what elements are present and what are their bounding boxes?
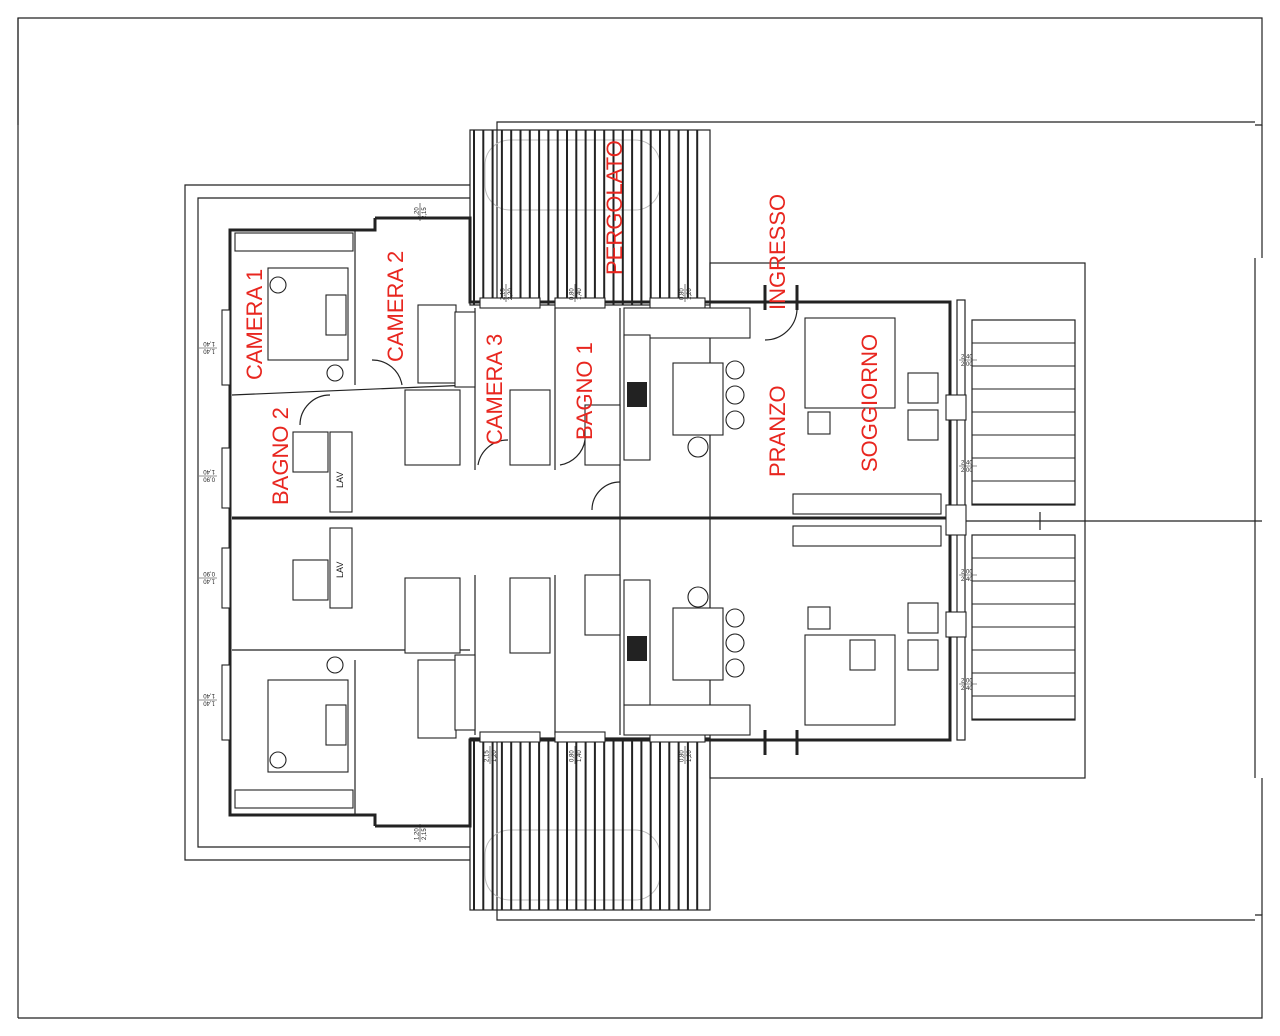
dimension-bottom: 2,40	[961, 686, 973, 692]
dimension-bottom: 2,15	[422, 828, 428, 840]
dimension-top: 0,80	[680, 750, 686, 762]
room-label-camera3: CAMERA 3	[482, 334, 507, 445]
walls	[228, 216, 1262, 828]
dimension-bottom: 1,40	[203, 340, 215, 346]
dimension-top: 1,40	[203, 700, 215, 706]
dimension-top: 1,40	[203, 578, 215, 584]
furniture	[234, 232, 942, 809]
dimension-top: 0,80	[570, 288, 576, 300]
room-label-camera1: CAMERA 1	[242, 269, 267, 380]
dimension-top: 2,15	[501, 288, 507, 300]
dimension-bottom: 2,00	[961, 468, 973, 474]
terrace-outline	[184, 184, 1086, 861]
dimension-bottom: 2,00	[961, 362, 973, 368]
dimension-bottom: 1,40	[203, 692, 215, 698]
dimension-top: 1,20	[415, 828, 421, 840]
dimension-top: 2,40	[961, 355, 973, 361]
dimension-bottom: 1,20	[492, 750, 498, 762]
dimension-bottom: 0,90	[203, 570, 215, 576]
windows	[221, 297, 706, 743]
dimension-bottom: 2,20	[508, 288, 514, 300]
room-label-bagno2: BAGNO 2	[268, 407, 293, 505]
dimension-label: 2,402,00	[959, 461, 977, 474]
parking-area	[971, 319, 1076, 721]
room-label-pranzo: PRANZO	[765, 385, 790, 477]
lav-label-top: LAV	[335, 472, 345, 488]
dimension-label: 0,90 1,40	[199, 468, 217, 482]
pergola-top	[469, 129, 711, 306]
room-label-bagno1: BAGNO 1	[572, 342, 597, 440]
pergola-bottom	[469, 737, 711, 911]
dimension-label: 1,40 1,40	[199, 340, 217, 354]
dimension-bottom: 1,40	[577, 288, 583, 300]
dimension-top: 1,40	[203, 348, 215, 354]
dimension-top: 2,00	[961, 570, 973, 576]
dimension-label: 2,402,00	[959, 355, 977, 368]
dimension-bottom: 2,15	[422, 207, 428, 219]
dimension-bottom: 1,20	[687, 750, 693, 762]
room-label-camera2: CAMERA 2	[383, 251, 408, 362]
dimension-top: 0,80	[570, 750, 576, 762]
doors	[299, 309, 798, 511]
dimension-bottom: 2,40	[961, 577, 973, 583]
dimension-top: 1,20	[415, 207, 421, 219]
lav-label-bottom: LAV	[335, 562, 345, 578]
dimension-bottom: 1,40	[203, 468, 215, 474]
room-label-ingresso: INGRESSO	[765, 194, 790, 310]
dimension-label: 1,40 1,40	[199, 692, 217, 706]
dimension-top: 0,80	[680, 288, 686, 300]
room-label-pergolato: PERGOLATO	[602, 140, 627, 275]
dimension-top: 2,00	[961, 679, 973, 685]
dimension-bottom: 1,20	[687, 288, 693, 300]
dimension-label: 2,002,40	[959, 570, 977, 583]
site-boundary	[17, 17, 1263, 1019]
dimension-top: 0,90	[203, 476, 215, 482]
room-label-soggiorno: SOGGIORNO	[857, 334, 882, 472]
dimension-top: 2,15	[485, 750, 491, 762]
dimension-label: 1,40 0,90	[199, 570, 217, 584]
dimension-bottom: 1,40	[577, 750, 583, 762]
dimension-label: 2,002,40	[959, 679, 977, 692]
dimension-top: 2,40	[961, 461, 973, 467]
